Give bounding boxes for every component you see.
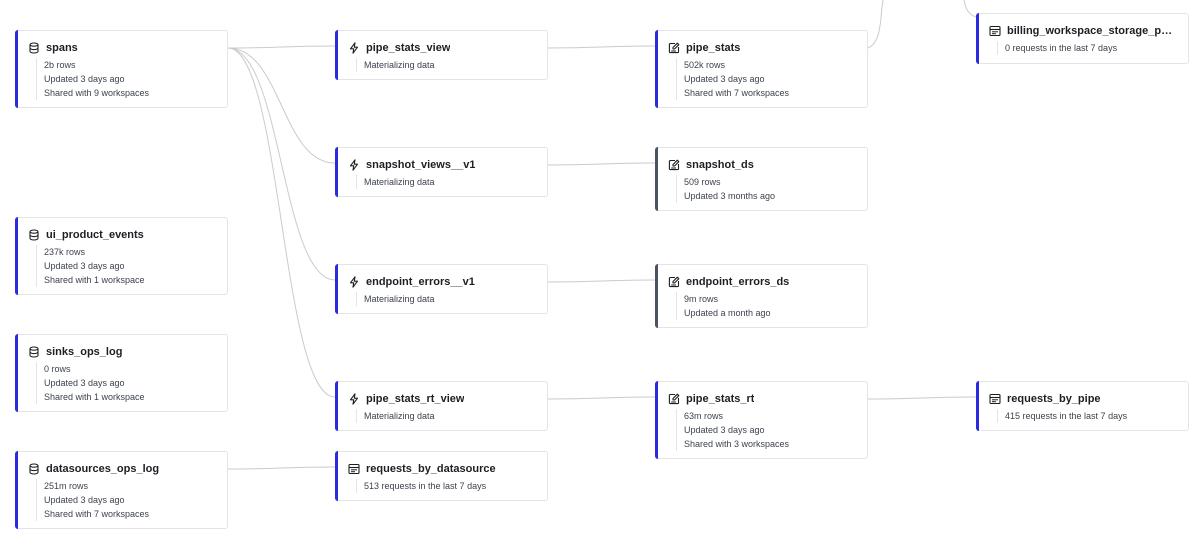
node-title: billing_workspace_storage_per_da... [1007, 25, 1178, 37]
node-rows: 9m rows [684, 294, 719, 304]
node-title: pipe_stats [686, 42, 741, 54]
node-rows: 502k rows [684, 60, 726, 70]
node-snapshot-ds[interactable]: snapshot_ds 509 rows Updated 3 months ag… [655, 147, 868, 211]
node-requests-by-pipe[interactable]: requests_by_pipe 415 requests in the las… [976, 381, 1189, 431]
edge-datasources_ops_log-to-requests_by_datasource [227, 466, 336, 470]
edge-spans-to-pipe_stats_view [227, 45, 336, 49]
node-title: requests_by_pipe [1007, 393, 1101, 405]
node-pipe-stats-rt[interactable]: pipe_stats_rt 63m rows Updated 3 days ag… [655, 381, 868, 459]
node-title: snapshot_ds [686, 159, 754, 171]
node-title: ui_product_events [46, 229, 144, 241]
node-requests: 513 requests in the last 7 days [364, 481, 487, 491]
node-rows: 0 rows [44, 364, 71, 374]
database-icon [28, 346, 40, 358]
node-status: Materializing data [364, 294, 435, 304]
node-requests: 415 requests in the last 7 days [1005, 411, 1128, 421]
node-pipe-stats[interactable]: pipe_stats 502k rows Updated 3 days ago … [655, 30, 868, 108]
node-rows: 509 rows [684, 177, 721, 187]
node-spans[interactable]: spans 2b rows Updated 3 days ago Shared … [15, 30, 228, 108]
node-title: spans [46, 42, 78, 54]
node-updated: Updated 3 days ago [44, 378, 125, 388]
endpoint-icon [989, 25, 1001, 37]
edge-pipe_stats_view-to-pipe_stats [547, 45, 656, 49]
node-requests-by-datasource[interactable]: requests_by_datasource 513 requests in t… [335, 451, 548, 501]
materialized-datasource-icon [668, 159, 680, 171]
node-rows: 237k rows [44, 247, 86, 257]
node-status: Materializing data [364, 411, 435, 421]
node-rows: 2b rows [44, 60, 76, 70]
endpoint-icon [989, 393, 1001, 405]
edge-pipe_stats_rt_view-to-pipe_stats_rt [547, 396, 656, 400]
node-rows: 251m rows [44, 481, 89, 491]
node-title: requests_by_datasource [366, 463, 496, 475]
node-billing-workspace-storage-per-day[interactable]: billing_workspace_storage_per_da... 0 re… [976, 13, 1189, 64]
edge-pipe_stats_rt-to-requests_by_pipe [867, 396, 977, 400]
node-shared: Shared with 1 workspace [44, 275, 145, 285]
node-sinks-ops-log[interactable]: sinks_ops_log 0 rows Updated 3 days ago … [15, 334, 228, 412]
edge-endpoint_errors__v1-to-endpoint_errors_ds [547, 279, 656, 283]
lightning-icon [348, 42, 360, 54]
node-title: sinks_ops_log [46, 346, 123, 358]
edge-snapshot_views__v1-to-snapshot_ds [547, 162, 656, 166]
node-snapshot-views-v1[interactable]: snapshot_views__v1 Materializing data [335, 147, 548, 197]
node-title: pipe_stats_rt [686, 393, 755, 405]
lightning-icon [348, 276, 360, 288]
node-status: Materializing data [364, 60, 435, 70]
endpoint-icon [348, 463, 360, 475]
edge-spans-to-endpoint_errors__v1 [227, 47, 336, 281]
database-icon [28, 463, 40, 475]
node-updated: Updated 3 days ago [684, 425, 765, 435]
node-status: Materializing data [364, 177, 435, 187]
node-updated: Updated a month ago [684, 308, 771, 318]
lightning-icon [348, 393, 360, 405]
node-pipe-stats-rt-view[interactable]: pipe_stats_rt_view Materializing data [335, 381, 548, 431]
node-shared: Shared with 1 workspace [44, 392, 145, 402]
node-pipe-stats-view[interactable]: pipe_stats_view Materializing data [335, 30, 548, 80]
node-updated: Updated 3 months ago [684, 191, 776, 201]
node-title: pipe_stats_rt_view [366, 393, 465, 405]
node-updated: Updated 3 days ago [44, 74, 125, 84]
node-requests: 0 requests in the last 7 days [1005, 43, 1118, 53]
node-title: pipe_stats_view [366, 42, 451, 54]
edge-spans-to-pipe_stats_rt_view [227, 47, 336, 398]
node-shared: Shared with 7 workspaces [44, 509, 150, 519]
node-title: endpoint_errors_ds [686, 276, 790, 288]
materialized-datasource-icon [668, 42, 680, 54]
edge-pipe-stats-upstream [867, 0, 884, 49]
node-endpoint-errors-v1[interactable]: endpoint_errors__v1 Materializing data [335, 264, 548, 314]
database-icon [28, 42, 40, 54]
materialized-datasource-icon [668, 393, 680, 405]
node-shared: Shared with 7 workspaces [684, 88, 790, 98]
node-updated: Updated 3 days ago [44, 261, 125, 271]
edge-spans-to-snapshot_views__v1 [227, 47, 336, 164]
node-shared: Shared with 9 workspaces [44, 88, 150, 98]
materialized-datasource-icon [668, 276, 680, 288]
node-title: endpoint_errors__v1 [366, 276, 475, 288]
edge-billing-upstream [963, 0, 977, 18]
node-datasources-ops-log[interactable]: datasources_ops_log 251m rows Updated 3 … [15, 451, 228, 529]
node-title: datasources_ops_log [46, 463, 160, 475]
node-updated: Updated 3 days ago [44, 495, 125, 505]
database-icon [28, 229, 40, 241]
node-endpoint-errors-ds[interactable]: endpoint_errors_ds 9m rows Updated a mon… [655, 264, 868, 328]
node-updated: Updated 3 days ago [684, 74, 765, 84]
node-rows: 63m rows [684, 411, 724, 421]
lightning-icon [348, 159, 360, 171]
node-ui-product-events[interactable]: ui_product_events 237k rows Updated 3 da… [15, 217, 228, 295]
node-title: snapshot_views__v1 [366, 159, 476, 171]
node-shared: Shared with 3 workspaces [684, 439, 790, 449]
